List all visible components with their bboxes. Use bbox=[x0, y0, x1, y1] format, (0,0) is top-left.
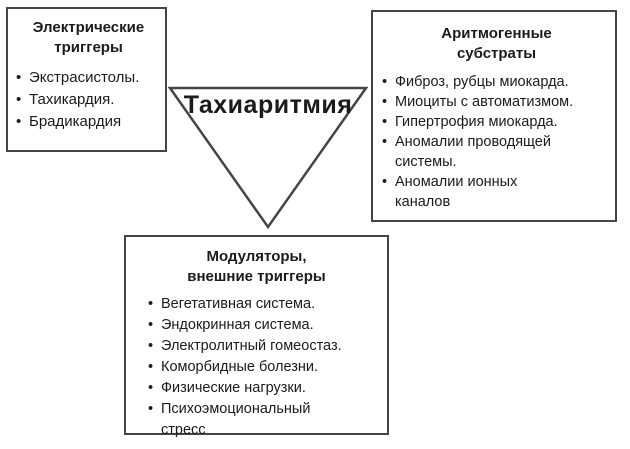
list-item: • Аномалии проводящей системы. bbox=[382, 132, 611, 172]
list-item: • Электролитный гомеостаз. bbox=[148, 336, 383, 357]
list-item: • Миоциты с автоматизмом. bbox=[382, 92, 611, 112]
bullet-icon: • bbox=[148, 401, 154, 417]
list-item: • Тахикардия. bbox=[16, 89, 161, 111]
list-item-text: Экстрасистолы. bbox=[29, 69, 140, 86]
list-item-text: Физические нагрузки. bbox=[161, 380, 306, 396]
bullet-icon: • bbox=[382, 134, 388, 150]
bullet-icon: • bbox=[16, 113, 22, 130]
bullet-icon: • bbox=[382, 74, 388, 90]
list-item: • Экстрасистолы. bbox=[16, 67, 161, 89]
electrical-triggers-list: • Экстрасистолы. • Тахикардия. • Брадика… bbox=[16, 67, 161, 133]
list-item-text: Вегетативная система. bbox=[161, 296, 316, 312]
list-item-text: Фиброз, рубцы миокарда. bbox=[395, 74, 569, 90]
list-item-text: Гипертрофия миокарда. bbox=[395, 114, 558, 130]
list-item: • Аномалии ионных каналов bbox=[382, 172, 611, 212]
modulators-title: Модуляторы, внешние триггеры bbox=[187, 248, 326, 285]
bullet-icon: • bbox=[148, 317, 154, 333]
list-item: • Физические нагрузки. bbox=[148, 378, 383, 399]
bullet-icon: • bbox=[382, 114, 388, 130]
tachyarrhythmia-triangle bbox=[168, 86, 368, 230]
list-item: • Психоэмоциональный стресс bbox=[148, 399, 383, 441]
list-item-text: Аномалии ионных каналов bbox=[395, 174, 518, 210]
modulators-box: Модуляторы, внешние триггеры • Вегетатив… bbox=[124, 235, 389, 438]
bullet-icon: • bbox=[148, 296, 154, 312]
list-item-text: Электролитный гомеостаз. bbox=[161, 338, 342, 354]
center-label: Тахиаритмия bbox=[183, 91, 353, 119]
arrhythmogenic-substrates-list: • Фиброз, рубцы миокарда. • Миоциты с ав… bbox=[382, 72, 611, 212]
arrhythmogenic-substrates-title: Аритмогенные субстраты bbox=[441, 25, 552, 62]
list-item: • Брадикардия bbox=[16, 111, 161, 133]
bullet-icon: • bbox=[148, 380, 154, 396]
bullet-icon: • bbox=[16, 91, 22, 108]
list-item-text: Психоэмоциональный стресс bbox=[161, 401, 311, 438]
electrical-triggers-box: Электрические триггеры • Экстрасистолы. … bbox=[6, 7, 167, 152]
list-item: • Вегетативная система. bbox=[148, 294, 383, 315]
bullet-icon: • bbox=[382, 94, 388, 110]
arrhythmogenic-substrates-box: Аритмогенные субстраты • Фиброз, рубцы м… bbox=[371, 10, 617, 222]
list-item: • Эндокринная система. bbox=[148, 315, 383, 336]
list-item-text: Аномалии проводящей системы. bbox=[395, 134, 551, 170]
bullet-icon: • bbox=[382, 174, 388, 190]
list-item: • Гипертрофия миокарда. bbox=[382, 112, 611, 132]
list-item-text: Тахикардия. bbox=[29, 91, 115, 108]
list-item-text: Эндокринная система. bbox=[161, 317, 314, 333]
electrical-triggers-title: Электрические триггеры bbox=[32, 19, 145, 56]
list-item: • Коморбидные болезни. bbox=[148, 357, 383, 378]
list-item: • Фиброз, рубцы миокарда. bbox=[382, 72, 611, 92]
bullet-icon: • bbox=[148, 338, 154, 354]
list-item-text: Коморбидные болезни. bbox=[161, 359, 319, 375]
list-item-text: Брадикардия bbox=[29, 113, 122, 130]
list-item-text: Миоциты с автоматизмом. bbox=[395, 94, 574, 110]
bullet-icon: • bbox=[148, 359, 154, 375]
modulators-list: • Вегетативная система. • Эндокринная си… bbox=[148, 294, 383, 441]
bullet-icon: • bbox=[16, 69, 22, 86]
